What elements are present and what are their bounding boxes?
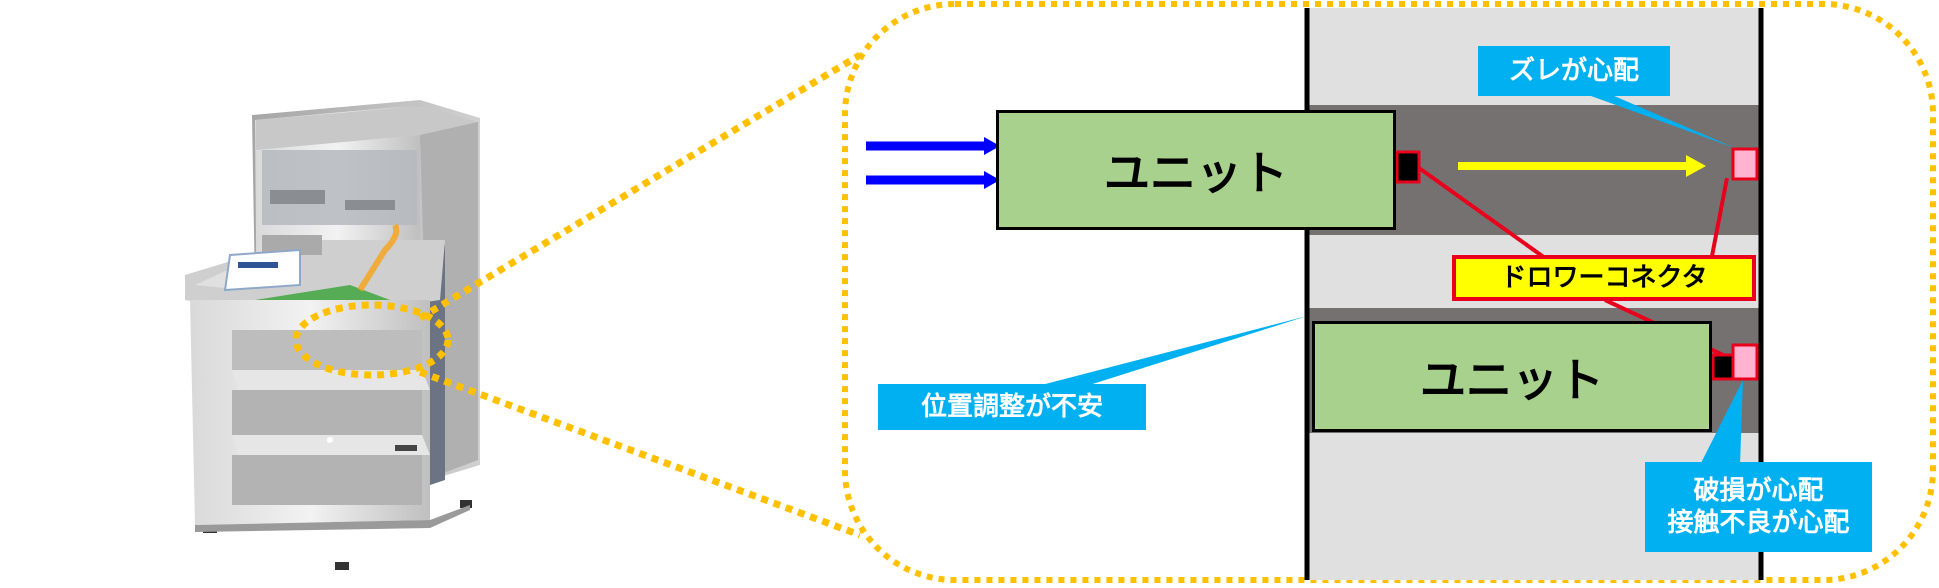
unit-top: ユニット [996,110,1396,230]
pointer-damage [1700,380,1743,465]
connectors [1395,147,1759,381]
connector-rack-top [1731,147,1759,181]
slide-arrow [1458,155,1706,177]
pointer-misalign [1580,92,1735,148]
insert-arrows [866,137,1000,189]
pointer-position [1030,316,1307,388]
callout-drawer-connector: ドロワーコネクタ [1452,255,1756,301]
connector-rack-bottom [1731,343,1759,381]
callout-damage-line1: 破損が心配 [1693,475,1824,506]
callout-position-adjust: 位置調整が不安 [878,384,1146,430]
zoom-ellipse [292,301,452,379]
connector-unit-top [1395,150,1421,184]
zoom-guide-line-top [418,51,862,322]
connector-unit-bottom [1711,353,1735,381]
callout-pointers [1030,92,1743,465]
callout-damage: 破損が心配 接触不良が心配 [1645,462,1872,552]
zoom-guide-line-bottom [418,368,862,539]
zoom-indicator [292,1,1936,583]
zoom-detail-frame [842,1,1936,583]
callout-misalign: ズレが心配 [1478,46,1670,96]
unit-bottom: ユニット [1312,321,1712,432]
atm-machine-illustration [185,100,480,570]
callout-damage-line2: 接触不良が心配 [1667,508,1850,538]
